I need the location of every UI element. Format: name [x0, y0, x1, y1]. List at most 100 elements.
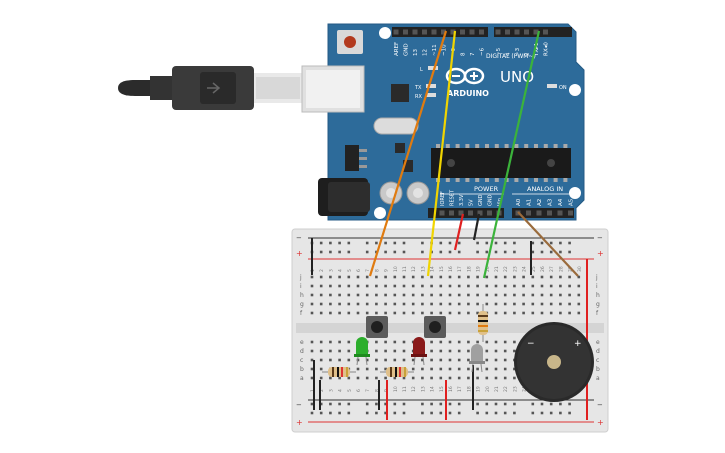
rail-hole[interactable]: [375, 402, 378, 406]
breadboard-hole[interactable]: [430, 284, 433, 288]
rail-hole[interactable]: [568, 241, 571, 245]
breadboard-hole[interactable]: [522, 311, 525, 315]
rail-hole[interactable]: [559, 241, 562, 245]
breadboard-hole[interactable]: [485, 284, 489, 288]
breadboard-hole[interactable]: [384, 284, 387, 288]
rail-hole[interactable]: [402, 241, 406, 245]
rail-hole[interactable]: [485, 250, 489, 254]
breadboard-hole[interactable]: [393, 302, 397, 306]
breadboard-hole[interactable]: [338, 376, 341, 380]
breadboard-hole[interactable]: [375, 284, 378, 288]
breadboard-hole[interactable]: [476, 275, 479, 279]
breadboard-hole[interactable]: [338, 311, 341, 315]
breadboard-hole[interactable]: [384, 340, 387, 344]
breadboard-hole[interactable]: [448, 311, 452, 315]
rail-hole[interactable]: [457, 250, 461, 254]
breadboard-hole[interactable]: [559, 275, 562, 279]
breadboard-hole[interactable]: [384, 367, 387, 371]
led-red[interactable]: [411, 337, 427, 366]
breadboard-hole[interactable]: [494, 284, 498, 288]
rail-hole[interactable]: [338, 411, 341, 415]
rail-hole[interactable]: [384, 250, 387, 254]
breadboard-hole[interactable]: [329, 275, 332, 279]
rail-hole[interactable]: [540, 250, 544, 254]
rail-hole[interactable]: [393, 411, 397, 415]
rail-hole[interactable]: [531, 241, 535, 245]
breadboard-hole[interactable]: [494, 367, 498, 371]
breadboard-hole[interactable]: [503, 284, 507, 288]
breadboard-hole[interactable]: [559, 302, 562, 306]
breadboard-hole[interactable]: [384, 358, 387, 362]
breadboard-hole[interactable]: [319, 358, 323, 362]
rail-hole[interactable]: [375, 241, 378, 245]
breadboard-hole[interactable]: [356, 376, 360, 380]
breadboard-hole[interactable]: [467, 302, 470, 306]
breadboard-hole[interactable]: [384, 349, 387, 353]
breadboard-hole[interactable]: [467, 293, 470, 297]
breadboard-hole[interactable]: [329, 302, 332, 306]
digital-pin-hole[interactable]: [533, 29, 539, 35]
rail-hole[interactable]: [319, 241, 323, 245]
analog-pin-hole[interactable]: [547, 210, 552, 216]
usb-cable[interactable]: [118, 66, 302, 110]
breadboard-hole[interactable]: [577, 302, 581, 306]
breadboard-hole[interactable]: [430, 275, 433, 279]
breadboard-hole[interactable]: [402, 275, 406, 279]
breadboard-hole[interactable]: [494, 275, 498, 279]
breadboard-hole[interactable]: [329, 311, 332, 315]
breadboard-hole[interactable]: [494, 340, 498, 344]
breadboard-hole[interactable]: [375, 302, 378, 306]
breadboard-hole[interactable]: [559, 293, 562, 297]
breadboard-hole[interactable]: [439, 367, 443, 371]
rail-hole[interactable]: [329, 250, 332, 254]
digital-pin-hole[interactable]: [514, 29, 520, 35]
breadboard-hole[interactable]: [393, 376, 397, 380]
breadboard-hole[interactable]: [356, 302, 360, 306]
breadboard-hole[interactable]: [402, 349, 406, 353]
breadboard-hole[interactable]: [365, 293, 369, 297]
breadboard-hole[interactable]: [319, 340, 323, 344]
breadboard-hole[interactable]: [411, 358, 415, 362]
breadboard-hole[interactable]: [513, 376, 516, 380]
breadboard-hole[interactable]: [577, 293, 581, 297]
rail-hole[interactable]: [439, 241, 443, 245]
breadboard-hole[interactable]: [439, 340, 443, 344]
breadboard-hole[interactable]: [439, 275, 443, 279]
breadboard-hole[interactable]: [338, 358, 341, 362]
breadboard-hole[interactable]: [329, 349, 332, 353]
breadboard-hole[interactable]: [577, 275, 581, 279]
breadboard-hole[interactable]: [329, 284, 332, 288]
breadboard-hole[interactable]: [540, 275, 544, 279]
breadboard-hole[interactable]: [319, 349, 323, 353]
breadboard-hole[interactable]: [338, 284, 341, 288]
breadboard-hole[interactable]: [384, 311, 387, 315]
breadboard-hole[interactable]: [485, 302, 489, 306]
breadboard-hole[interactable]: [448, 340, 452, 344]
breadboard-hole[interactable]: [310, 275, 314, 279]
breadboard-hole[interactable]: [430, 358, 433, 362]
breadboard-hole[interactable]: [365, 367, 369, 371]
breadboard-hole[interactable]: [439, 284, 443, 288]
breadboard-hole[interactable]: [485, 376, 489, 380]
breadboard-hole[interactable]: [513, 349, 516, 353]
breadboard-hole[interactable]: [476, 284, 479, 288]
breadboard-hole[interactable]: [494, 349, 498, 353]
rail-hole[interactable]: [347, 241, 351, 245]
breadboard-hole[interactable]: [347, 302, 351, 306]
rail-hole[interactable]: [476, 250, 479, 254]
breadboard-hole[interactable]: [577, 311, 581, 315]
digital-pin-hole[interactable]: [495, 29, 501, 35]
breadboard-hole[interactable]: [568, 302, 571, 306]
rail-hole[interactable]: [439, 250, 443, 254]
breadboard-hole[interactable]: [439, 376, 443, 380]
breadboard-hole[interactable]: [448, 349, 452, 353]
breadboard-hole[interactable]: [457, 293, 461, 297]
rail-hole[interactable]: [329, 411, 332, 415]
breadboard-hole[interactable]: [347, 358, 351, 362]
breadboard-hole[interactable]: [476, 367, 479, 371]
rail-hole[interactable]: [559, 402, 562, 406]
breadboard-hole[interactable]: [457, 376, 461, 380]
digital-pin-header[interactable]: [392, 27, 572, 37]
breadboard-hole[interactable]: [448, 358, 452, 362]
breadboard-hole[interactable]: [375, 376, 378, 380]
